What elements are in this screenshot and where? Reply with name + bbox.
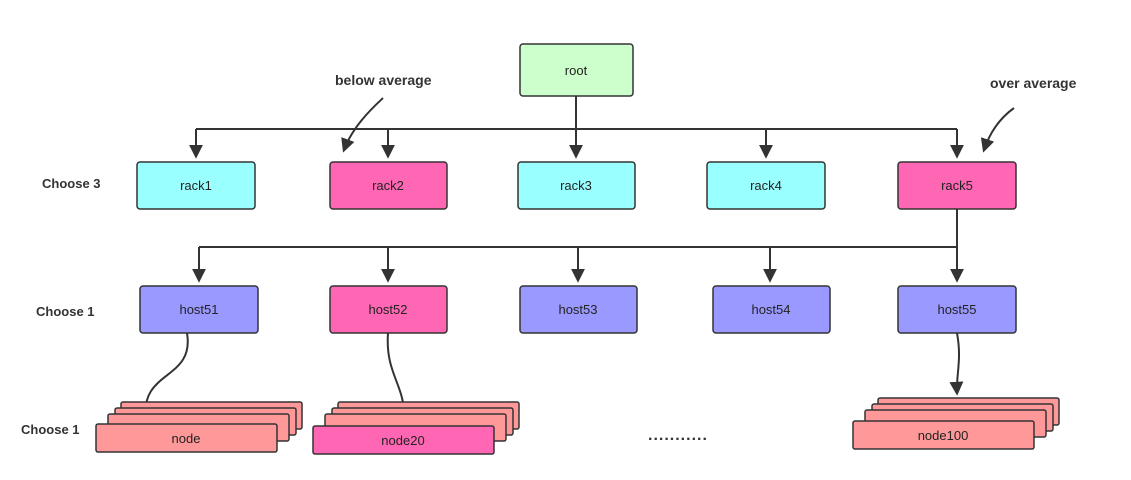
node-label-1: node bbox=[172, 431, 201, 446]
rack-label-3: rack3 bbox=[560, 178, 592, 193]
rack-label-4: rack4 bbox=[750, 178, 782, 193]
level-label-host: Choose 1 bbox=[36, 304, 95, 319]
host-label-2: host52 bbox=[368, 302, 407, 317]
node-label-3: node100 bbox=[918, 428, 969, 443]
edge-host55-node100 bbox=[949, 332, 964, 396]
host-label-5: host55 bbox=[937, 302, 976, 317]
rack-box-4: rack4 bbox=[706, 161, 826, 210]
node-stack-1: node bbox=[95, 401, 303, 453]
host-box-3: host53 bbox=[519, 285, 638, 334]
level-label-rack: Choose 3 bbox=[42, 176, 101, 191]
annotation-over-average: over average bbox=[990, 75, 1077, 91]
node-stack-2: node20 bbox=[312, 401, 520, 455]
host-label-3: host53 bbox=[558, 302, 597, 317]
rack-label-1: rack1 bbox=[180, 178, 212, 193]
host-box-5: host55 bbox=[897, 285, 1017, 334]
host-label-1: host51 bbox=[179, 302, 218, 317]
rack-label-5: rack5 bbox=[941, 178, 973, 193]
annotation-arrow-over bbox=[980, 107, 1015, 153]
rack-box-3: rack3 bbox=[517, 161, 636, 210]
rack-row: rack1 rack2 rack3 rack4 rack5 bbox=[136, 161, 1017, 210]
rack-box-1: rack1 bbox=[136, 161, 256, 210]
host-box-4: host54 bbox=[712, 285, 831, 334]
connectors bbox=[137, 96, 1015, 423]
host-row: host51 host52 host53 host54 host55 bbox=[139, 285, 1017, 334]
ellipsis-more-nodes: ........... bbox=[648, 427, 708, 444]
level-label-node: Choose 1 bbox=[21, 422, 80, 437]
node-label-2: node20 bbox=[381, 433, 424, 448]
annotation-arrow-below bbox=[341, 97, 384, 153]
rack-box-5: rack5 bbox=[897, 161, 1017, 210]
rack-label-2: rack2 bbox=[372, 178, 404, 193]
host-label-4: host54 bbox=[751, 302, 790, 317]
node-stack-3: node100 bbox=[852, 397, 1060, 450]
host-box-1: host51 bbox=[139, 285, 259, 334]
rack-box-2: rack2 bbox=[329, 161, 448, 210]
annotation-below-average: below average bbox=[335, 72, 432, 88]
root-label: root bbox=[565, 63, 588, 78]
host-box-2: host52 bbox=[329, 285, 448, 334]
root-node: root bbox=[519, 43, 634, 97]
